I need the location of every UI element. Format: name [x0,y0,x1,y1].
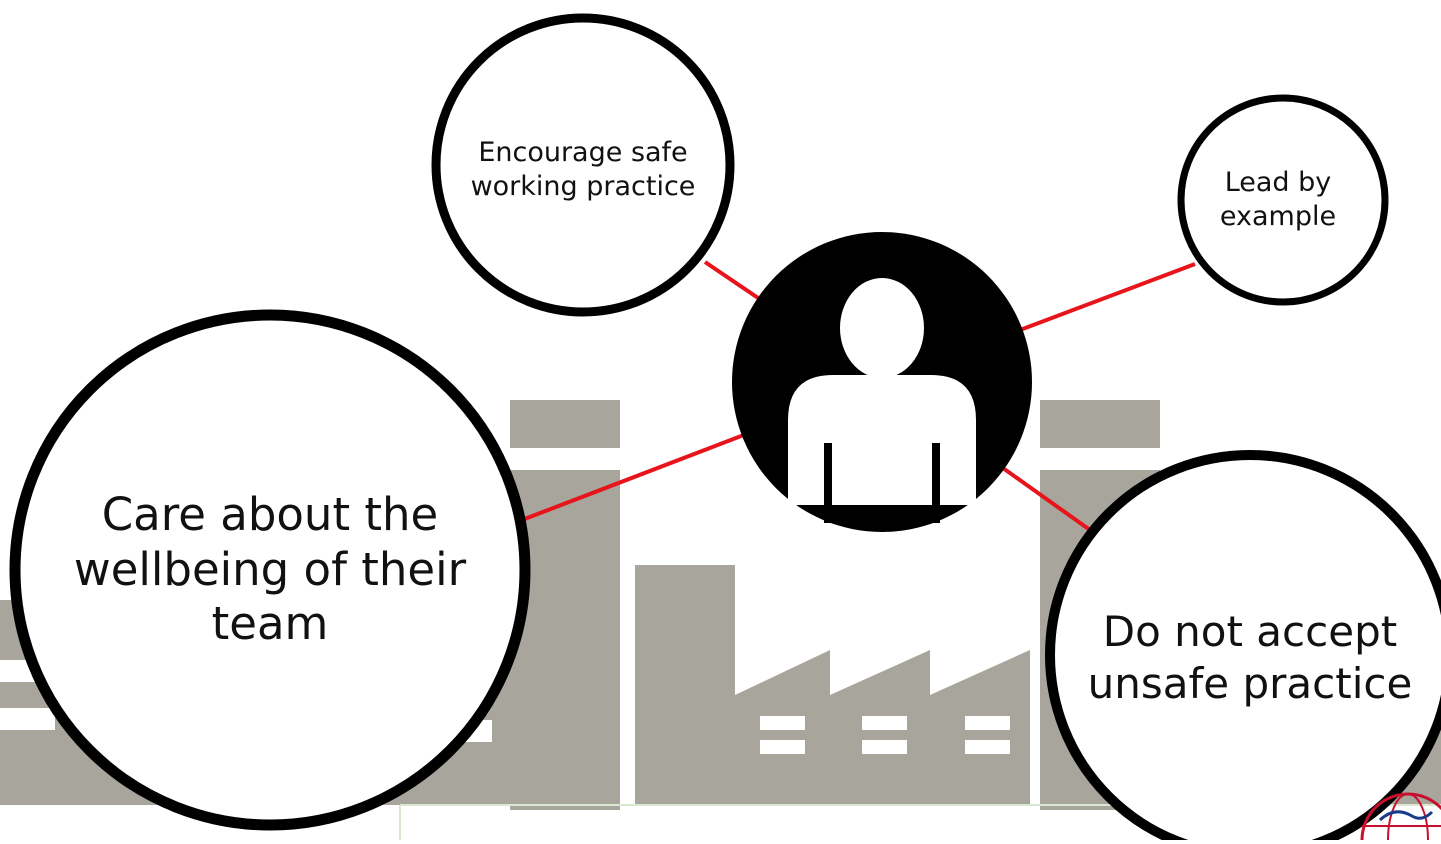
node-lead-label: Lead by example [1219,166,1337,232]
node-encourage [431,13,735,317]
person-icon [788,278,976,505]
node-care-label: Care about the wellbeing of their team [73,487,467,651]
node-care [9,309,531,831]
node-encourage-label: Encourage safe working practice [470,136,696,202]
node-accept-label: Do not accept unsafe practice [1087,606,1413,709]
center-node [732,232,1032,532]
node-accept [1045,450,1441,844]
node-lead [1177,94,1389,306]
